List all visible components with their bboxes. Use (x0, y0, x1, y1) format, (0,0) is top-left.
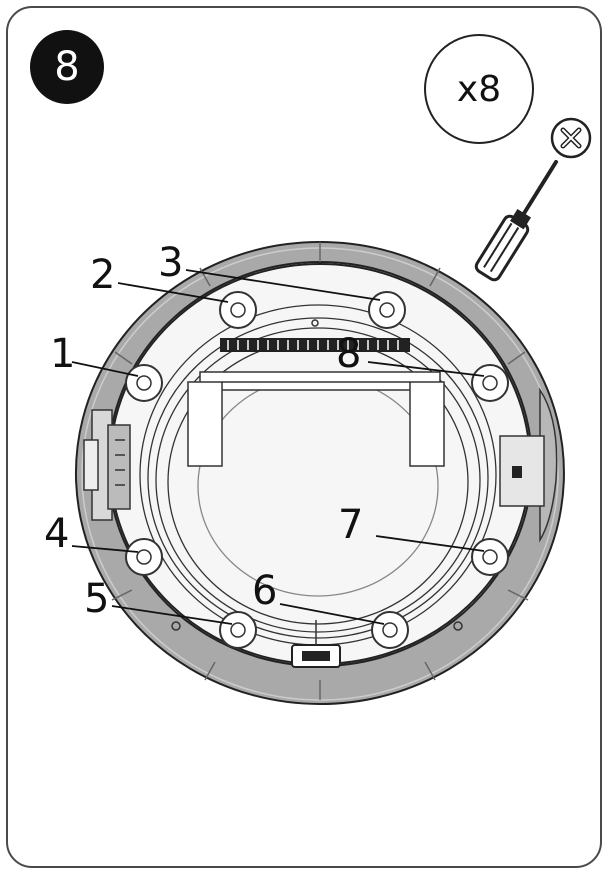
quantity-badge: x8 (424, 34, 534, 144)
connector-pins (227, 340, 399, 350)
screw-hole-6 (371, 611, 409, 649)
callout-4: 4 (44, 511, 69, 557)
left-latch-mechanism (83, 409, 131, 521)
bottom-plug (291, 620, 341, 668)
inner-cavity (187, 371, 445, 467)
screwdriver-icon (474, 160, 558, 282)
callout-5: 5 (84, 576, 109, 622)
right-side-box (499, 387, 558, 543)
callout-leader-lines (71, 269, 485, 625)
callout-8: 8 (336, 331, 361, 377)
callout-3: 3 (158, 240, 183, 286)
screw-hole-8 (471, 364, 509, 402)
step-number-badge: 8 (30, 30, 104, 104)
phillips-screw-icon (550, 117, 592, 159)
screw-hole-5 (219, 611, 257, 649)
screw-hole-3 (368, 291, 406, 329)
screw-hole-4 (125, 538, 163, 576)
center-hole (311, 319, 319, 327)
screw-hole-1 (125, 364, 163, 402)
quantity-label: x8 (456, 68, 502, 110)
screw-hole-7 (471, 538, 509, 576)
callout-7: 7 (338, 502, 363, 548)
callout-6: 6 (252, 568, 277, 614)
screw-hole-2 (219, 291, 257, 329)
callout-2: 2 (90, 252, 115, 298)
callout-labels: 1 2 3 4 5 6 7 8 (44, 240, 363, 622)
step-number: 8 (54, 44, 80, 90)
housing-ring (75, 241, 565, 705)
callout-1: 1 (50, 331, 75, 377)
